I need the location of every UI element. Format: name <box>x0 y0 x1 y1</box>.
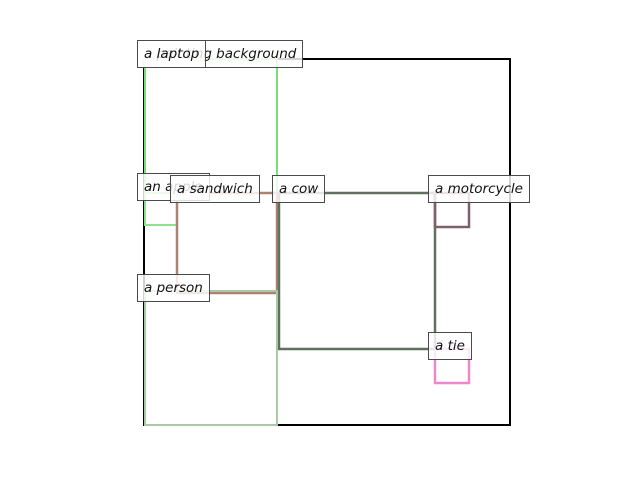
person-box <box>144 290 278 426</box>
person-label: a person <box>137 274 210 302</box>
cow-label: a cow <box>272 175 326 203</box>
sandwich-label: a sandwich <box>170 175 260 203</box>
laptop-label: a laptop <box>137 40 207 68</box>
cow-box <box>277 191 437 351</box>
background-box <box>143 58 511 426</box>
tie-label: a tie <box>428 332 472 360</box>
motorcycle-label: a motorcycle <box>428 175 530 203</box>
